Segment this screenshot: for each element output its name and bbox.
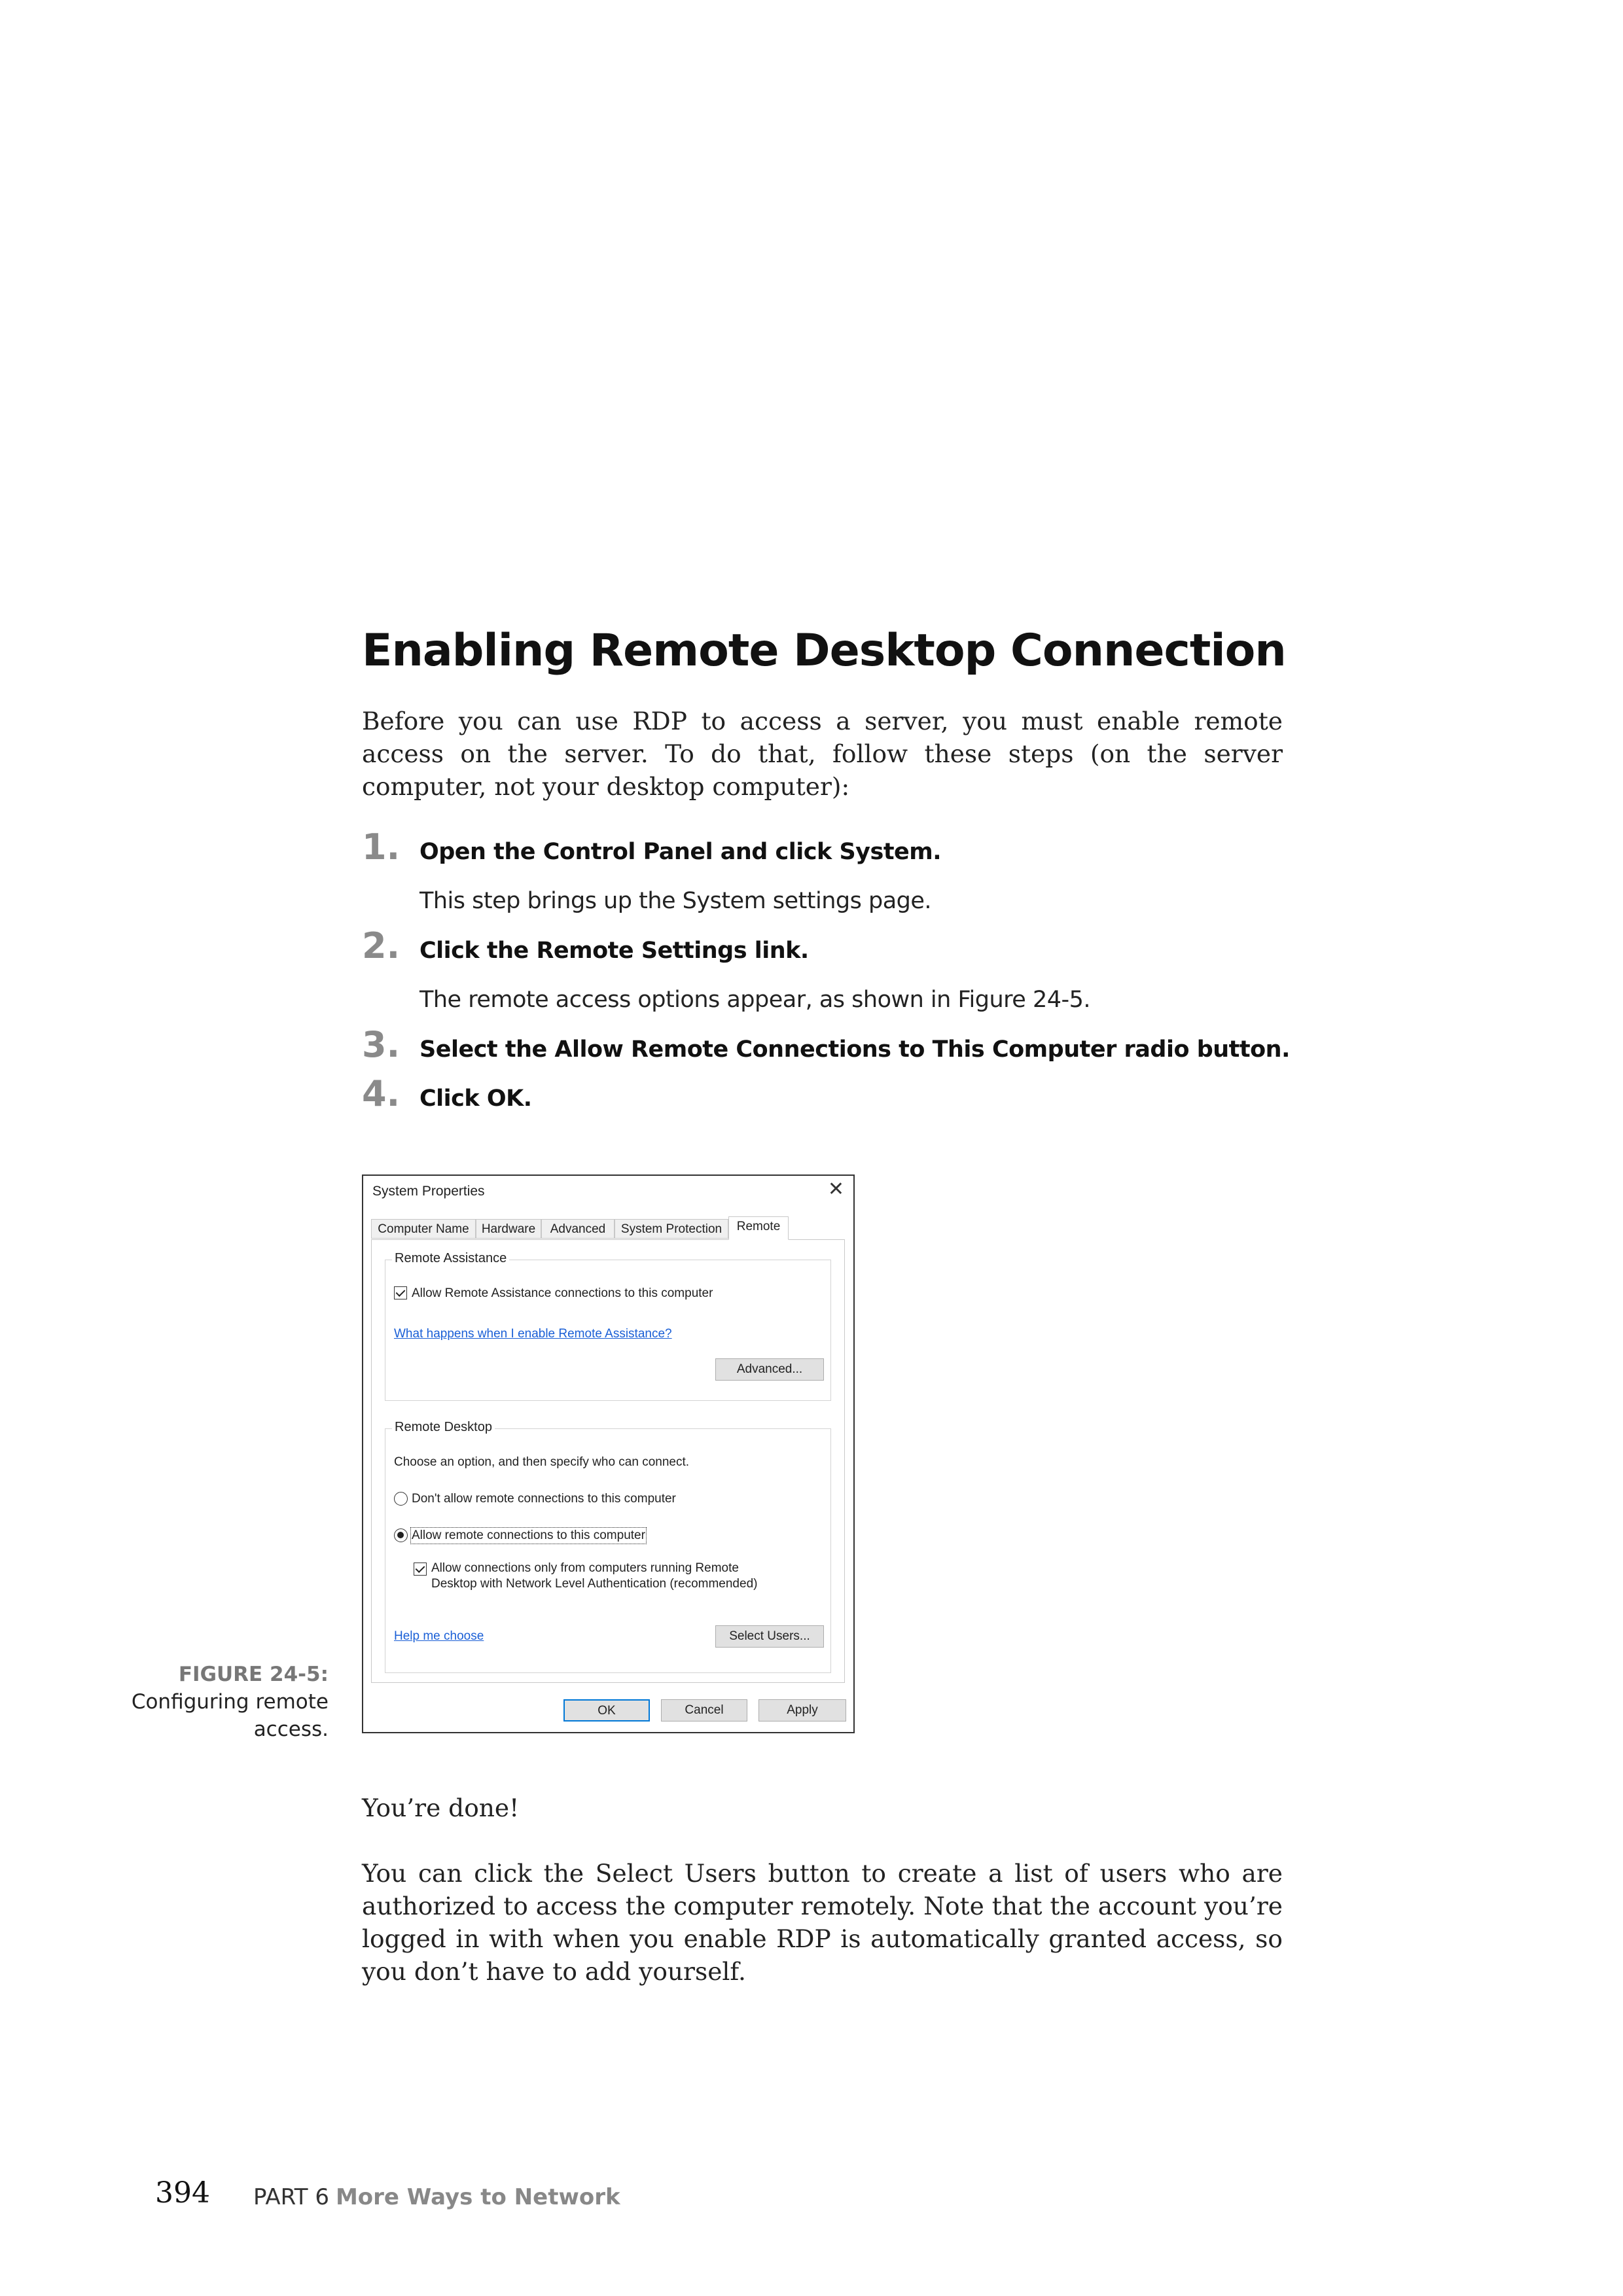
step-4-number: 4. <box>362 1073 401 1114</box>
remote-desktop-instruction: Choose an option, and then specify who c… <box>394 1455 690 1469</box>
section-heading: Enabling Remote Desktop Connection <box>362 625 1287 677</box>
remote-assistance-group-title: Remote Assistance <box>392 1251 510 1266</box>
figure-label: FIGURE 24-5: <box>178 1663 329 1686</box>
step-2-number: 2. <box>362 925 401 966</box>
allow-remote-radio[interactable] <box>394 1528 408 1542</box>
remote-assistance-help-link[interactable]: What happens when I enable Remote Assist… <box>394 1327 672 1341</box>
allow-remote-assistance-label[interactable]: Allow Remote Assistance connections to t… <box>412 1286 713 1300</box>
cancel-button[interactable]: Cancel <box>661 1699 747 1722</box>
remote-assistance-group: Remote Assistance Allow Remote Assistanc… <box>385 1251 831 1401</box>
outro-paragraph: You can click the Select Users button to… <box>362 1859 1283 1986</box>
tab-system-protection[interactable]: System Protection <box>615 1219 728 1239</box>
figure-caption: FIGURE 24-5: Configuring remote access. <box>131 1661 329 1743</box>
dont-allow-remote-label[interactable]: Don't allow remote connections to this c… <box>412 1492 676 1506</box>
allow-remote-assistance-checkbox[interactable] <box>394 1286 407 1299</box>
step-2-text: Click the Remote Settings link. <box>419 938 809 964</box>
nla-label-line-2[interactable]: Desktop with Network Level Authenticatio… <box>431 1577 758 1591</box>
dialog-title: System Properties <box>372 1184 485 1199</box>
nla-label-line-1[interactable]: Allow connections only from computers ru… <box>431 1561 739 1575</box>
step-4-text: Click OK. <box>419 1086 532 1112</box>
intro-paragraph: Before you can use RDP to access a serve… <box>362 707 1283 801</box>
footer-part-label: PART 6 <box>253 2184 329 2210</box>
step-3-number: 3. <box>362 1024 401 1065</box>
tab-hardware[interactable]: Hardware <box>476 1219 541 1239</box>
tab-remote[interactable]: Remote <box>728 1216 789 1240</box>
step-3-text: Select the Allow Remote Connections to T… <box>419 1036 1290 1063</box>
figure-caption-text: Configuring remote access. <box>131 1690 329 1741</box>
step-1-number: 1. <box>362 826 401 868</box>
step-1-description: This step brings up the System settings … <box>419 888 932 914</box>
allow-remote-label[interactable]: Allow remote connections to this compute… <box>410 1527 647 1544</box>
tab-computer-name[interactable]: Computer Name <box>371 1219 476 1239</box>
remote-desktop-group: Remote Desktop Choose an option, and the… <box>385 1420 831 1673</box>
advanced-button[interactable]: Advanced... <box>715 1358 824 1381</box>
remote-desktop-group-title: Remote Desktop <box>392 1420 495 1435</box>
remote-tab-panel: Remote Assistance Allow Remote Assistanc… <box>371 1239 845 1683</box>
step-2-description: The remote access options appear, as sho… <box>419 987 1091 1013</box>
select-users-button[interactable]: Select Users... <box>715 1625 824 1648</box>
dont-allow-remote-radio[interactable] <box>394 1492 408 1506</box>
close-icon[interactable]: ✕ <box>827 1178 844 1200</box>
tab-advanced[interactable]: Advanced <box>541 1219 615 1239</box>
page-number: 394 <box>155 2176 210 2210</box>
system-properties-dialog: System Properties ✕ Computer Name Hardwa… <box>362 1174 855 1733</box>
ok-button[interactable]: OK <box>563 1699 650 1722</box>
step-1-text: Open the Control Panel and click System. <box>419 839 942 865</box>
done-paragraph: You’re done! <box>362 1793 520 1822</box>
help-me-choose-link[interactable]: Help me choose <box>394 1629 484 1643</box>
nla-checkbox[interactable] <box>414 1563 427 1576</box>
apply-button[interactable]: Apply <box>758 1699 846 1722</box>
footer-section-title: More Ways to Network <box>335 2184 620 2210</box>
